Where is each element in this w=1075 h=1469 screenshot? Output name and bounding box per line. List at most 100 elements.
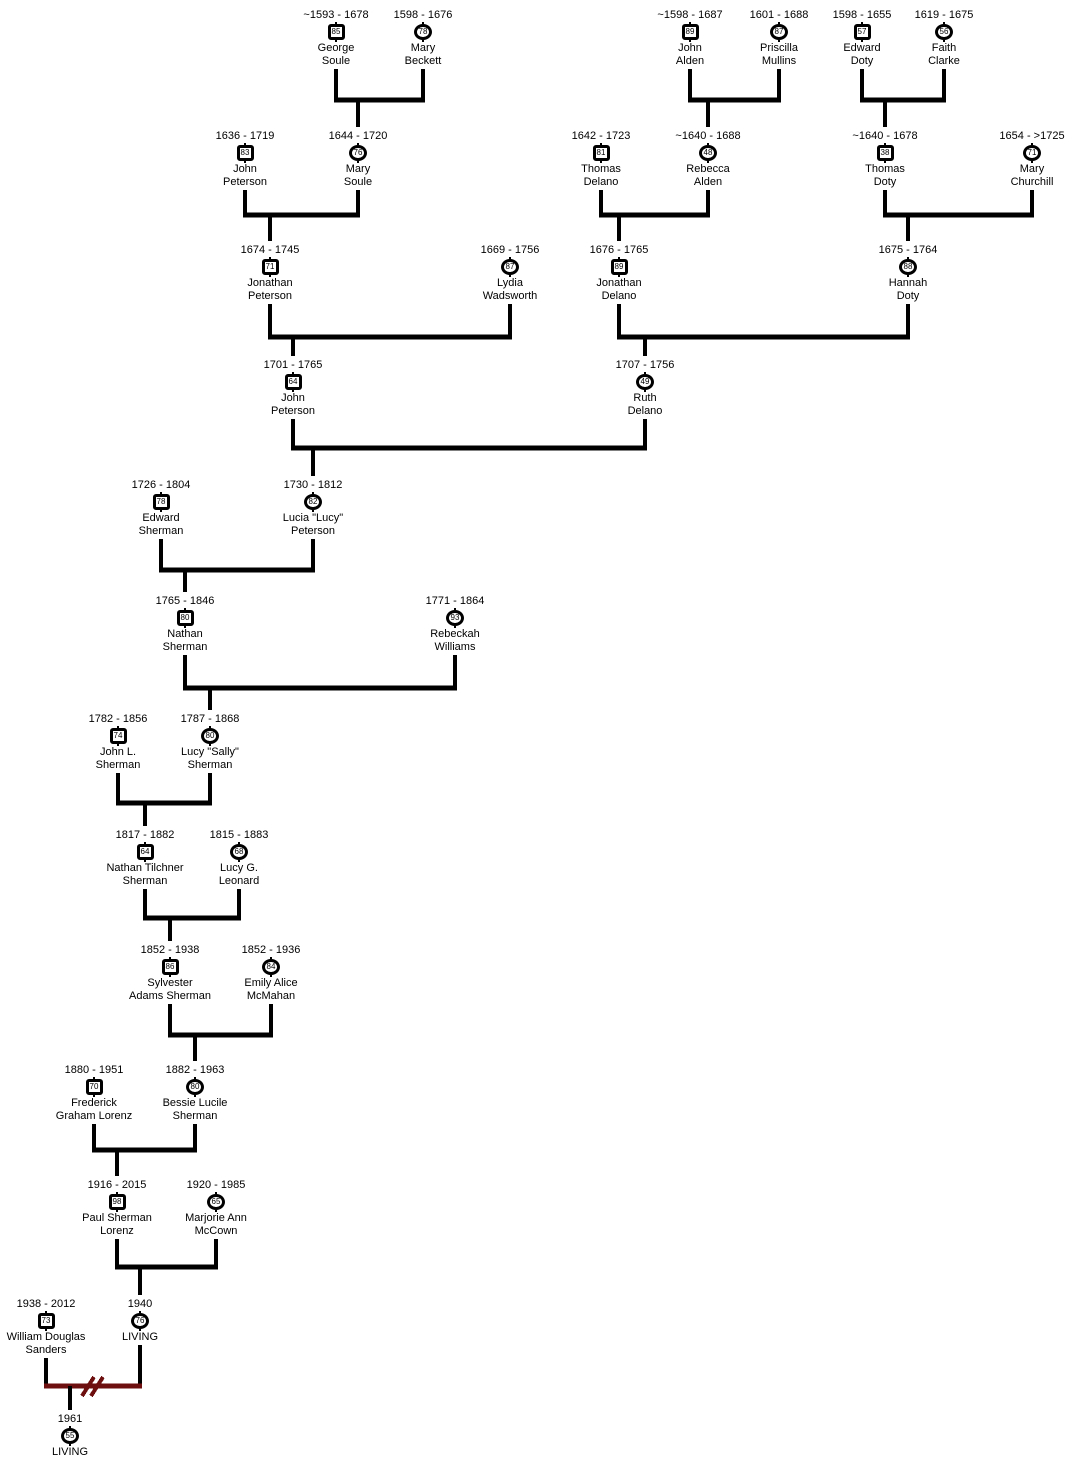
male-age-badge: 74 <box>109 727 127 745</box>
badge-tick <box>270 957 272 959</box>
badge-tick <box>269 275 271 277</box>
badge-tick <box>644 372 646 374</box>
person-name: Edward <box>843 42 881 54</box>
badge-tick <box>117 744 119 746</box>
male-age-badge: 64 <box>136 843 154 861</box>
life-dates: 1707 - 1756 <box>615 359 675 371</box>
life-dates: 1654 - >1725 <box>999 130 1065 142</box>
person-name: Sherman <box>122 875 168 887</box>
person-name: Sherman <box>138 525 184 537</box>
badge-tick <box>69 1426 71 1428</box>
female-age-badge: 80 <box>201 727 219 745</box>
life-dates: 1644 - 1720 <box>328 130 388 142</box>
life-dates: 1882 - 1963 <box>165 1064 225 1076</box>
person-name: Ruth <box>633 392 657 404</box>
badge-tick <box>422 40 424 42</box>
badge-tick <box>454 608 456 610</box>
badge-tick <box>139 1329 141 1331</box>
person-name: Soule <box>321 55 351 67</box>
badge-tick <box>600 161 602 163</box>
badge-tick <box>600 143 602 145</box>
female-age-badge: 56 <box>935 23 953 41</box>
badge-tick <box>884 161 886 163</box>
person-name: Doty <box>850 55 874 67</box>
person-name: Nathan Tilchner <box>106 862 184 874</box>
person-name: Rebecca <box>686 163 730 175</box>
person-name: Peterson <box>270 405 316 417</box>
life-dates: ~1640 - 1678 <box>852 130 918 142</box>
badge-tick <box>292 372 294 374</box>
badge-tick <box>454 626 456 628</box>
life-dates: 1730 - 1812 <box>283 479 343 491</box>
badge-tick <box>169 957 171 959</box>
badge-tick <box>689 40 691 42</box>
person-name: Thomas <box>581 163 621 175</box>
badge-tick <box>215 1210 217 1212</box>
badge-tick <box>907 257 909 259</box>
male-age-badge: 85 <box>327 23 345 41</box>
female-age-badge: 68 <box>230 843 248 861</box>
life-dates: 1940 <box>127 1298 153 1310</box>
life-dates: 1852 - 1938 <box>140 944 200 956</box>
life-dates: 1787 - 1868 <box>180 713 240 725</box>
life-dates: ~1593 - 1678 <box>303 9 369 21</box>
person-name: Graham Lorenz <box>55 1110 133 1122</box>
life-dates: 1961 <box>57 1413 83 1425</box>
person-name: Leonard <box>218 875 260 887</box>
life-dates: 1598 - 1676 <box>393 9 453 21</box>
badge-tick <box>689 22 691 24</box>
badge-tick <box>943 40 945 42</box>
person-name: Peterson <box>222 176 268 188</box>
badge-tick <box>194 1077 196 1079</box>
male-age-badge: 89 <box>610 258 628 276</box>
badge-tick <box>312 492 314 494</box>
male-age-badge: 78 <box>152 493 170 511</box>
person-name: Bessie Lucile <box>162 1097 228 1109</box>
person-name: Doty <box>896 290 920 302</box>
life-dates: 1726 - 1804 <box>131 479 191 491</box>
divorce-mark <box>89 1375 105 1398</box>
life-dates: 1669 - 1756 <box>480 244 540 256</box>
badge-tick <box>244 143 246 145</box>
person-name: Alden <box>693 176 723 188</box>
life-dates: 1880 - 1951 <box>64 1064 124 1076</box>
person-name: Delano <box>601 290 637 302</box>
badge-tick <box>509 257 511 259</box>
person-name: Hannah <box>888 277 928 289</box>
